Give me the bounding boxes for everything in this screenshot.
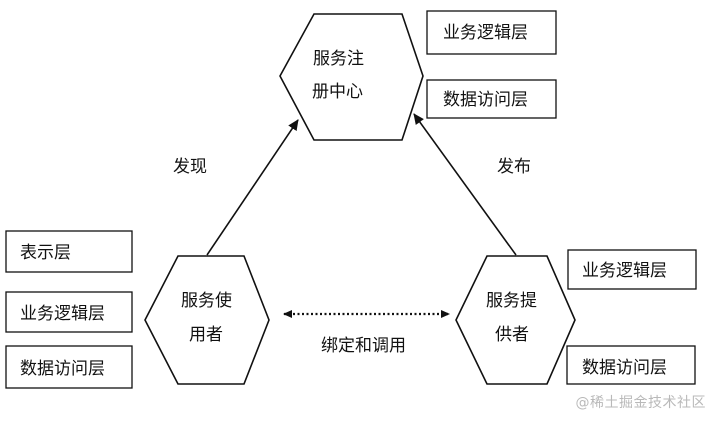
provider-layer-label: 业务逻辑层	[582, 261, 667, 281]
registry-layer-box: 业务逻辑层	[426, 10, 557, 55]
registry-layer-label: 数据访问层	[443, 90, 528, 110]
consumer-layer-label: 业务逻辑层	[20, 304, 105, 324]
registry-label-line1: 服务注	[313, 49, 364, 69]
consumer-layer-label: 数据访问层	[20, 359, 105, 379]
provider-layer-box: 业务逻辑层	[567, 249, 697, 290]
registry-layer-box: 数据访问层	[426, 79, 557, 119]
consumer-layer-box: 表示层	[5, 230, 133, 273]
service-provider-node: 服务提 供者	[455, 255, 576, 385]
publish-arrow	[413, 113, 517, 256]
provider-layer-box: 数据访问层	[566, 345, 696, 385]
publish-label: 发布	[497, 157, 531, 177]
discover-arrow	[206, 119, 299, 256]
consumer-label-line2: 用者	[189, 325, 223, 345]
discover-label: 发现	[173, 157, 207, 177]
provider-label-line1: 服务提	[486, 291, 537, 311]
consumer-layer-box: 业务逻辑层	[5, 291, 133, 333]
service-registry-node: 服务注 册中心	[279, 13, 424, 141]
consumer-layer-label: 表示层	[20, 243, 71, 263]
provider-label-line2: 供者	[495, 325, 529, 345]
registry-label-line2: 册中心	[312, 82, 363, 102]
consumer-label-line1: 服务使	[181, 290, 232, 311]
consumer-layer-box: 数据访问层	[5, 345, 133, 389]
bind-invoke-label: 绑定和调用	[321, 336, 406, 356]
provider-layer-label: 数据访问层	[582, 358, 667, 378]
service-consumer-node: 服务使 用者	[144, 255, 270, 385]
registry-layer-label: 业务逻辑层	[443, 23, 528, 43]
watermark-text: @稀土掘金技术社区	[575, 395, 706, 411]
